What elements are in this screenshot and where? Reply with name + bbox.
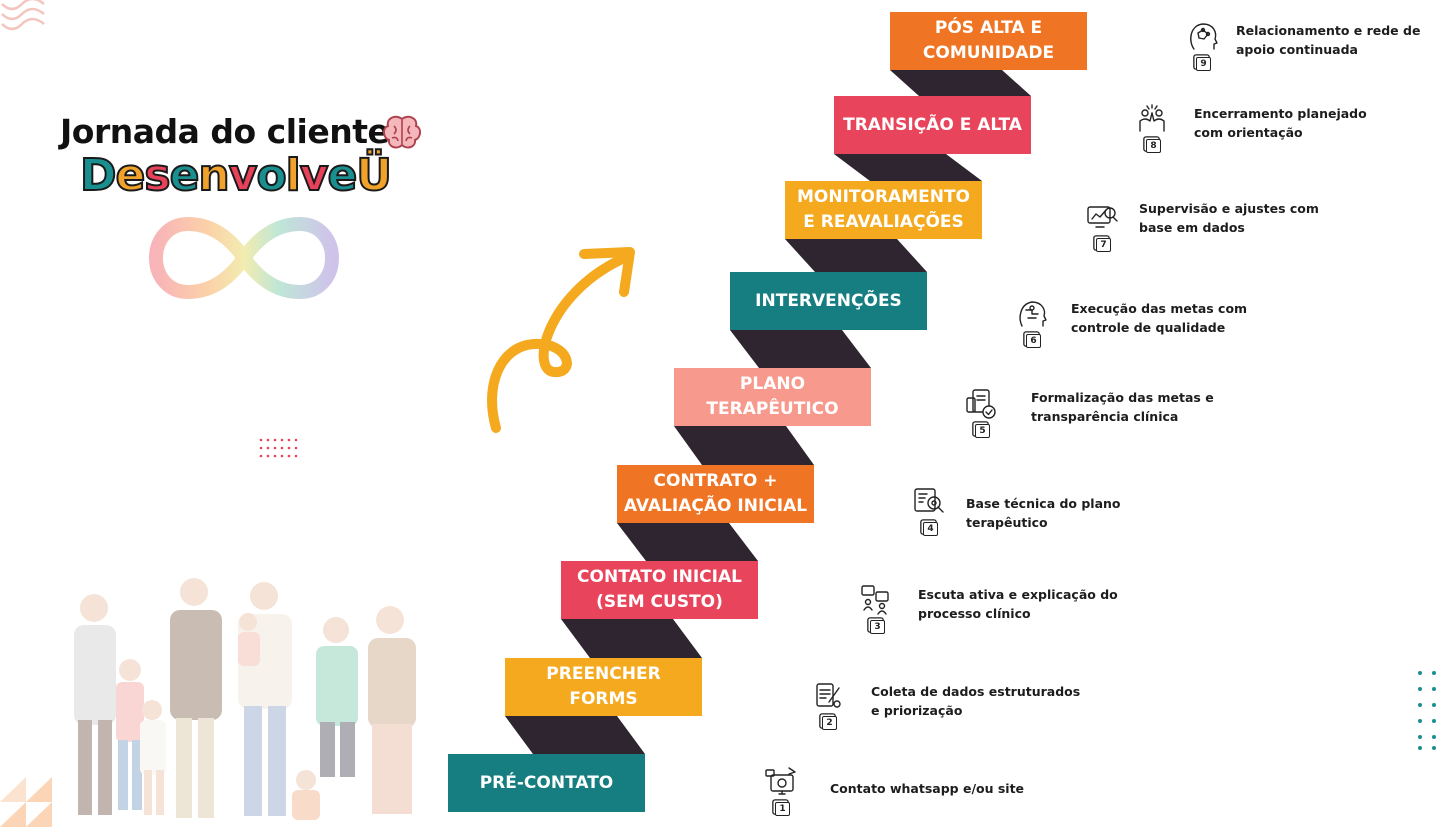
curved-arrow bbox=[487, 247, 635, 433]
step-8-description: Encerramento planejado com orientação bbox=[1194, 106, 1367, 140]
step-number-badge: 5 bbox=[975, 424, 990, 438]
stair-shadow bbox=[561, 619, 702, 658]
step-number-badge: 1 bbox=[775, 802, 790, 816]
page-title: Jornada do cliente bbox=[60, 112, 390, 151]
stair-shadow bbox=[785, 239, 927, 272]
stair-shadow bbox=[617, 523, 758, 561]
step-number-badge: 3 bbox=[870, 620, 885, 634]
step-number-badge: 4 bbox=[923, 522, 938, 536]
family-illustration bbox=[74, 578, 416, 820]
infinity-logo bbox=[148, 216, 340, 300]
form-checklist-icon bbox=[812, 680, 844, 716]
high-five-icon bbox=[1136, 103, 1168, 139]
brain-icon bbox=[383, 115, 421, 149]
step-number-badge: 9 bbox=[1196, 57, 1211, 71]
step-7-description: Supervisão e ajustes com base em dados bbox=[1139, 201, 1319, 235]
brand-letter: o bbox=[255, 149, 287, 202]
stair-shadow bbox=[890, 70, 1031, 96]
website-chat-icon bbox=[765, 766, 797, 802]
step-3-box: CONTATO INICIAL (SEM CUSTO) bbox=[561, 561, 758, 619]
stair-shadow bbox=[674, 426, 814, 465]
step-8-box: TRANSIÇÃO E ALTA bbox=[834, 96, 1031, 154]
dots-decoration bbox=[1418, 671, 1436, 750]
stair-shadow bbox=[730, 330, 871, 368]
stair-shadow bbox=[505, 716, 645, 754]
brand-letter: D bbox=[79, 149, 117, 202]
brand-name: DesenvolveÜ bbox=[79, 149, 393, 202]
step-7-box: MONITORAMENTO E REAVALIAÇÕES bbox=[785, 181, 982, 239]
step-4-box: CONTRATO + AVALIAÇÃO INICIAL bbox=[617, 465, 814, 523]
brand-letter: e bbox=[326, 149, 358, 202]
brand-letter: v bbox=[228, 149, 259, 202]
step-9-box: PÓS ALTA E COMUNIDADE bbox=[890, 12, 1087, 70]
brand-letter: s bbox=[143, 149, 171, 202]
monitor-chart-icon bbox=[1086, 202, 1118, 238]
step-2-box: PREENCHER FORMS bbox=[505, 658, 702, 716]
triangle-decoration bbox=[0, 777, 52, 827]
step-9-description: Relacionamento e rede de apoio continuad… bbox=[1236, 23, 1421, 57]
step-number-badge: 8 bbox=[1146, 139, 1161, 153]
squiggle-decoration bbox=[1, 0, 45, 31]
step-6-box: INTERVENÇÕES bbox=[730, 272, 927, 330]
step-1-box: PRÉ-CONTATO bbox=[448, 754, 645, 812]
step-5-description: Formalização das metas e transparência c… bbox=[1031, 390, 1214, 424]
stair-shadow bbox=[834, 154, 982, 181]
brand-letter: e bbox=[115, 149, 147, 202]
step-number-badge: 6 bbox=[1026, 334, 1041, 348]
conversation-icon bbox=[860, 584, 892, 620]
analysis-icon bbox=[913, 486, 945, 522]
step-number-badge: 2 bbox=[822, 716, 837, 730]
step-4-description: Base técnica do plano terapêutico bbox=[966, 496, 1121, 530]
step-6-description: Execução das metas com controle de quali… bbox=[1071, 301, 1248, 335]
puzzle-head-icon bbox=[1016, 298, 1048, 334]
brand-letter: e bbox=[169, 149, 201, 202]
brand-letter: Ü bbox=[355, 149, 393, 202]
brand-letter: l bbox=[285, 149, 302, 202]
dots-decoration bbox=[259, 438, 298, 458]
step-3-description: Escuta ativa e explicação do processo cl… bbox=[918, 587, 1118, 621]
brand-letter: n bbox=[197, 149, 230, 202]
step-5-box: PLANO TERAPÊUTICO bbox=[674, 368, 871, 426]
step-1-description: Contato whatsapp e/ou site bbox=[830, 781, 1025, 796]
step-number-badge: 7 bbox=[1096, 238, 1111, 252]
brand-letter: v bbox=[299, 149, 330, 202]
document-check-icon bbox=[965, 388, 997, 424]
step-2-description: Coleta de dados estruturados e priorizaç… bbox=[871, 684, 1081, 718]
head-network-icon bbox=[1186, 21, 1218, 57]
